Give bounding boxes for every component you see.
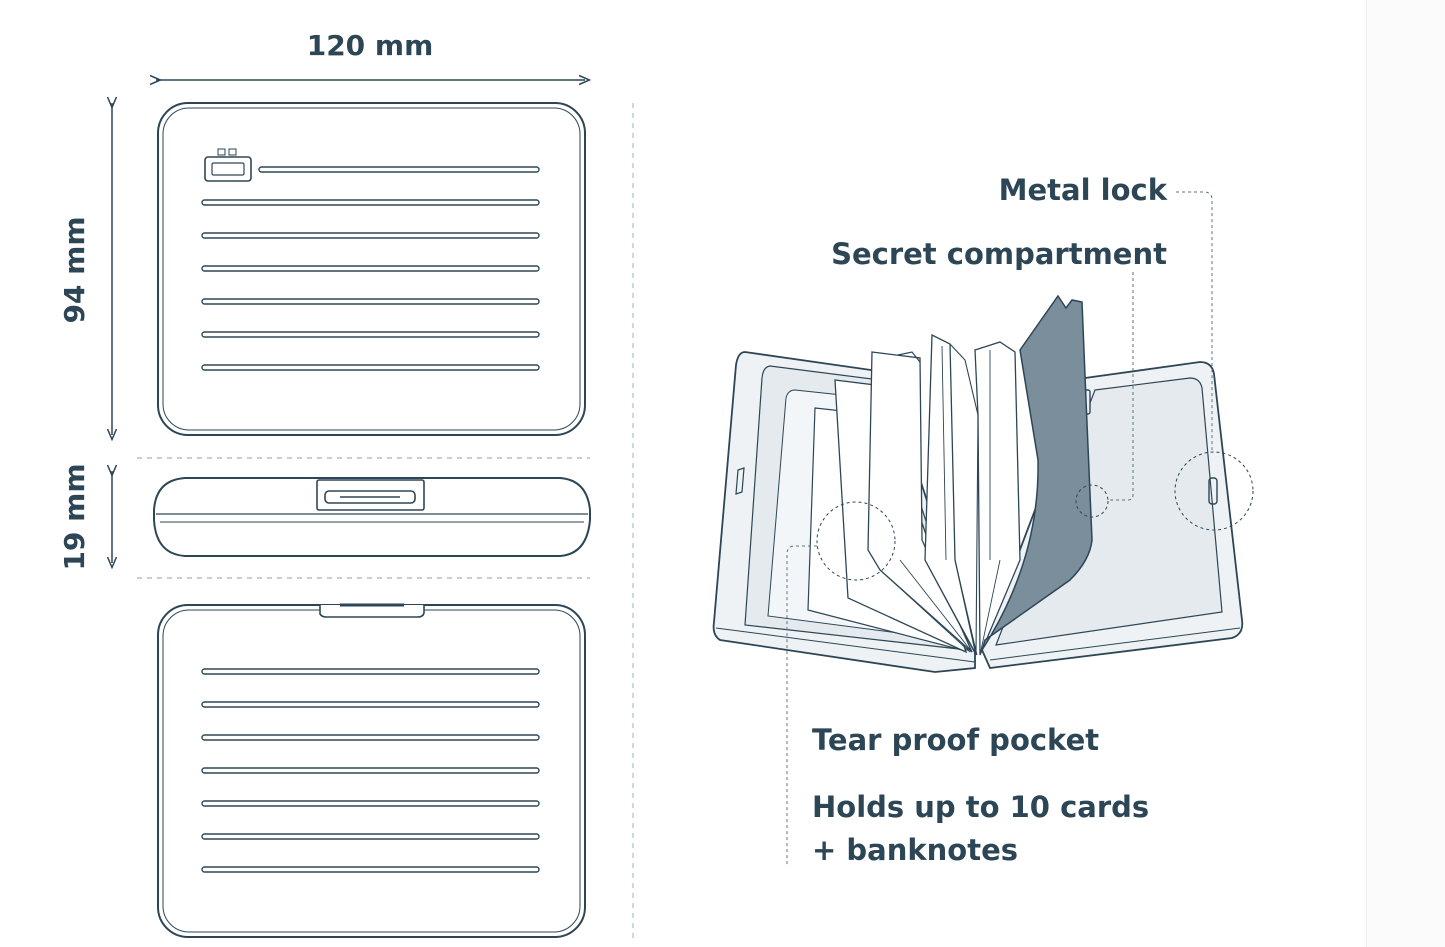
wallet-front-view <box>157 102 586 436</box>
wallet-back-view <box>157 603 586 938</box>
height-label: 94 mm <box>58 216 91 323</box>
depth-label: 19 mm <box>58 463 91 570</box>
tear-proof-pocket-marker <box>816 501 896 581</box>
height-dimension: 94 mm <box>58 103 112 435</box>
open-wallet-illustration <box>712 191 1254 865</box>
depth-dimension: 19 mm <box>58 463 112 571</box>
tear-proof-pocket-label: Tear proof pocket <box>812 723 1099 757</box>
metal-lock-marker <box>1174 451 1254 531</box>
secret-compartment-marker <box>1075 484 1109 518</box>
capacity-label-banknotes: + banknotes <box>812 833 1018 867</box>
secret-compartment-label: Secret compartment <box>831 237 1167 271</box>
metal-lock-label: Metal lock <box>999 173 1168 207</box>
width-label: 120 mm <box>307 29 434 62</box>
page-edge-strip <box>1366 0 1445 947</box>
width-dimension: 120 mm <box>156 29 585 80</box>
secret-compartment-leader <box>1108 272 1134 501</box>
capacity-label: Holds up to 10 cards <box>812 790 1149 824</box>
wallet-side-view <box>153 477 591 557</box>
lock-icon <box>204 148 252 182</box>
